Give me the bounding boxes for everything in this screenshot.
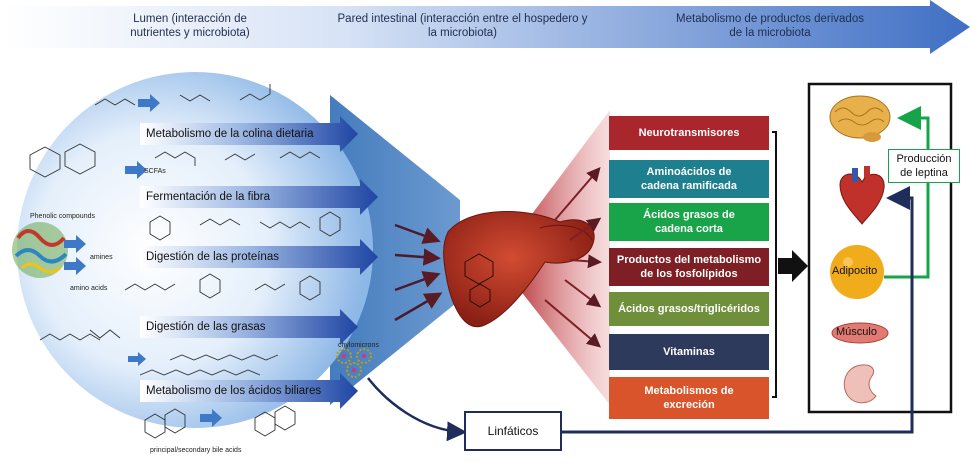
into-liver-arrows <box>394 223 443 322</box>
molecule-art <box>29 84 341 439</box>
chylo-to-lymph-line <box>367 377 467 442</box>
metabolite-trigliceridos: Ácidos grasos/triglicéridos <box>609 292 769 326</box>
process-grasas: Digestión de las grasas <box>146 321 266 333</box>
kidney-icon <box>843 364 877 404</box>
amines-label: amines <box>90 254 113 261</box>
adipocito-label: Adipocito <box>832 265 878 277</box>
process-fibra: Fermentación de la fibra <box>146 191 271 203</box>
leptina-arrow <box>884 106 930 279</box>
process-proteinas: Digestión de las proteínas <box>146 251 279 263</box>
process-arrows <box>140 116 378 409</box>
bile-acids-label: principal/secondary bile acids <box>150 447 242 454</box>
process-colina: Metabolismo de la colina dietaria <box>146 128 314 140</box>
heart-icon <box>839 166 885 225</box>
chylomicron-icon <box>336 348 372 378</box>
liver-icon <box>443 211 595 328</box>
metabolite-neurotransmisores: Neurotransmisores <box>609 116 769 150</box>
header-stage-wall: Pared intestinal (interacción entre el h… <box>337 13 588 39</box>
header-arrow <box>4 0 970 54</box>
metabolite-bracket <box>772 131 777 398</box>
linfaticos-box: Linfáticos <box>464 411 562 451</box>
small-arrows <box>125 94 222 427</box>
process-acidos-biliares: Metabolismo de los ácidos biliares <box>146 385 322 397</box>
muscle-icon <box>831 322 889 344</box>
metabolite-vitaminas: Vitaminas <box>609 334 769 370</box>
chylomicrons-label: chylomicrons <box>338 342 379 349</box>
big-black-arrow <box>778 250 808 282</box>
amino-acids-label: amino acids <box>70 285 108 292</box>
protein-icon <box>12 222 86 278</box>
funnel-blue <box>330 95 460 405</box>
phenolic-label: Phenolic compounds <box>30 213 95 220</box>
adipocyte-icon <box>830 245 884 299</box>
musculo-label: Músculo <box>836 326 877 338</box>
out-liver-arrows <box>544 166 602 348</box>
lymph-arrow <box>562 186 914 434</box>
scfas-label: SCFAs <box>144 168 166 175</box>
brain-icon <box>829 95 891 142</box>
